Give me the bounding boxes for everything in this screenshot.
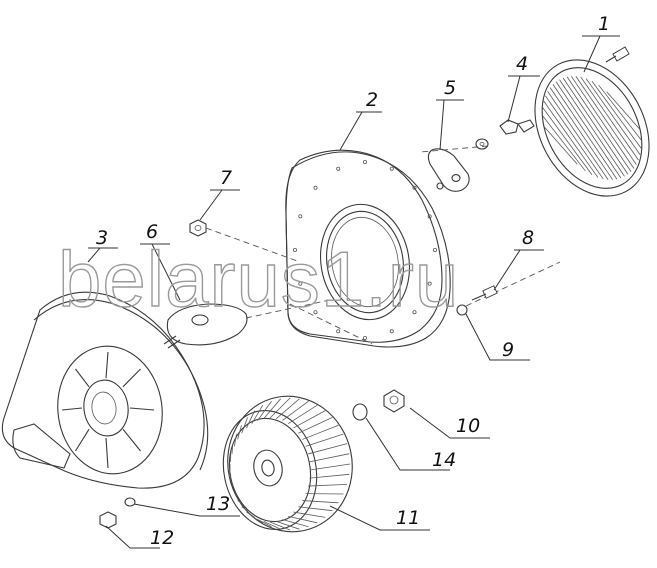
part-3-housing [1, 291, 209, 489]
callout-8: 8 [522, 227, 534, 249]
part-9-washer [456, 304, 468, 316]
callout-10: 10 [456, 415, 480, 437]
part-11-impeller [222, 395, 353, 533]
part-4-wing-nut [475, 119, 535, 150]
watermark-text: belarus1.ru [58, 235, 459, 323]
part-2-shroud [285, 149, 451, 348]
part-14-washer [352, 403, 368, 421]
callout-13: 13 [206, 493, 230, 515]
part-5-bracket [427, 148, 470, 192]
callout-4: 4 [516, 53, 528, 75]
part-10-nut [383, 389, 405, 413]
callout-labels: 1 2 3 4 5 6 7 8 9 10 11 12 13 14 [96, 13, 610, 549]
callout-7: 7 [220, 167, 232, 189]
assembly-guide-lines [205, 145, 561, 345]
callout-11: 11 [396, 507, 420, 529]
part-1-grille [534, 46, 650, 197]
callout-5: 5 [444, 77, 456, 99]
part-8-bolt [471, 285, 498, 301]
part-13-washer [124, 497, 136, 507]
part-7-nut [189, 219, 207, 237]
callout-3: 3 [96, 227, 108, 249]
part-12-nut [99, 511, 117, 529]
callout-2: 2 [366, 89, 378, 111]
callout-1: 1 [598, 13, 610, 35]
leader-lines [87, 35, 620, 549]
callout-14: 14 [432, 449, 456, 471]
callout-12: 12 [150, 527, 174, 549]
callout-9: 9 [502, 339, 514, 361]
callout-6: 6 [146, 221, 158, 243]
